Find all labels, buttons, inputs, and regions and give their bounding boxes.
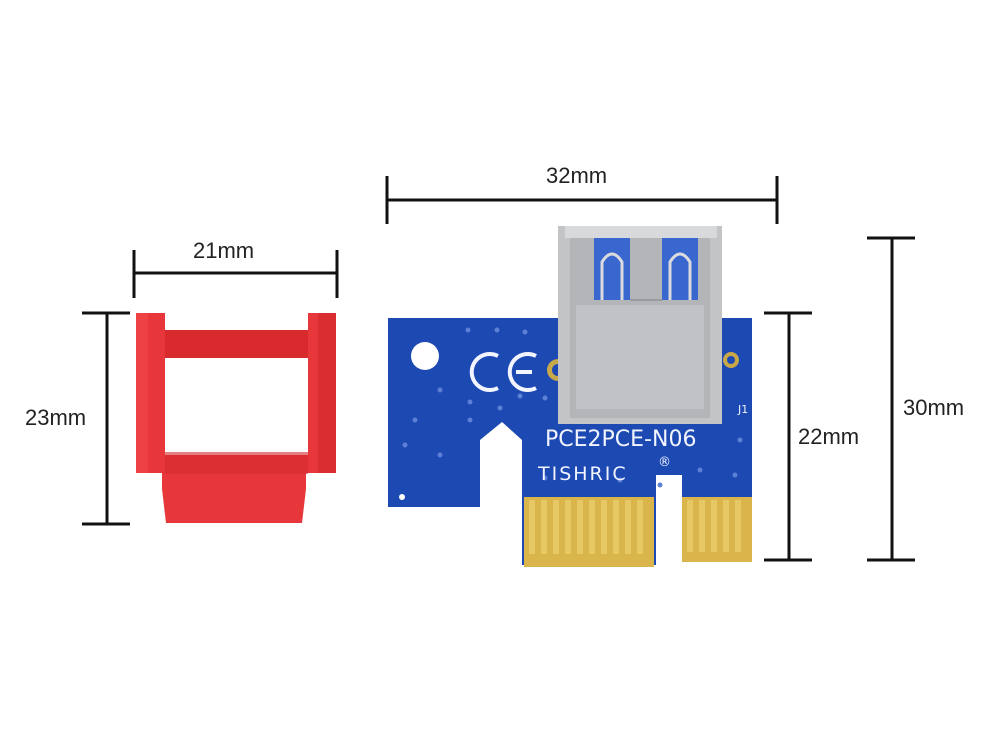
dimension-lines bbox=[82, 176, 915, 562]
board-model-text: PCE2PCE-N06 bbox=[545, 427, 696, 452]
pcb-height-label: 22mm bbox=[798, 424, 860, 449]
ce-mark bbox=[469, 352, 537, 392]
vias bbox=[402, 327, 743, 488]
clip-width-label: 21mm bbox=[193, 238, 255, 263]
board-brand-text: TISHRIC bbox=[537, 463, 628, 485]
red-clip bbox=[136, 313, 336, 523]
mounting-hole bbox=[411, 342, 439, 370]
board-width-label: 32mm bbox=[546, 163, 608, 188]
clip-height-label: 23mm bbox=[25, 405, 87, 430]
gold-fingers-left bbox=[524, 497, 654, 567]
registered-mark: ® bbox=[658, 455, 671, 470]
board-ref-text: J1 bbox=[737, 403, 748, 416]
total-height-label: 30mm bbox=[903, 395, 965, 420]
gold-fingers-right bbox=[682, 497, 752, 562]
usb-port bbox=[558, 226, 722, 424]
